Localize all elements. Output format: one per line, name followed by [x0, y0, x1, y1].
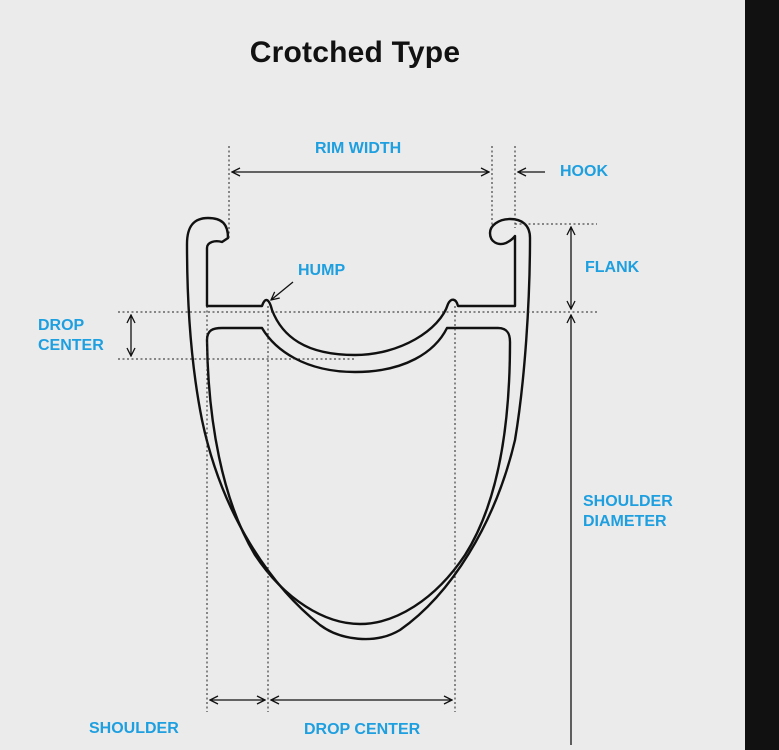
drop-center-side-label-line1: DROP — [38, 317, 85, 334]
shoulder-label: SHOULDER — [89, 720, 179, 737]
drop-center-side-label-line2: CENTER — [38, 337, 104, 354]
diagram-title: Crotched Type — [249, 36, 461, 69]
hump-pointer-arrow — [271, 281, 294, 300]
shoulder-diameter-label-line1: SHOULDER — [583, 493, 673, 510]
hump-label: HUMP — [298, 262, 346, 279]
reference-dotted-lines — [118, 146, 597, 712]
dimension-arrows — [131, 172, 571, 745]
flank-label: FLANK — [585, 259, 640, 276]
right-edge-bar — [745, 0, 779, 750]
drop-center-bottom-label: DROP CENTER — [304, 721, 421, 738]
rim-width-label: RIM WIDTH — [315, 140, 402, 157]
rim-inner-cavity — [205, 326, 512, 626]
shoulder-diameter-label-line2: DIAMETER — [583, 513, 667, 530]
hook-label: HOOK — [560, 163, 608, 180]
rim-outer-profile — [185, 216, 532, 641]
